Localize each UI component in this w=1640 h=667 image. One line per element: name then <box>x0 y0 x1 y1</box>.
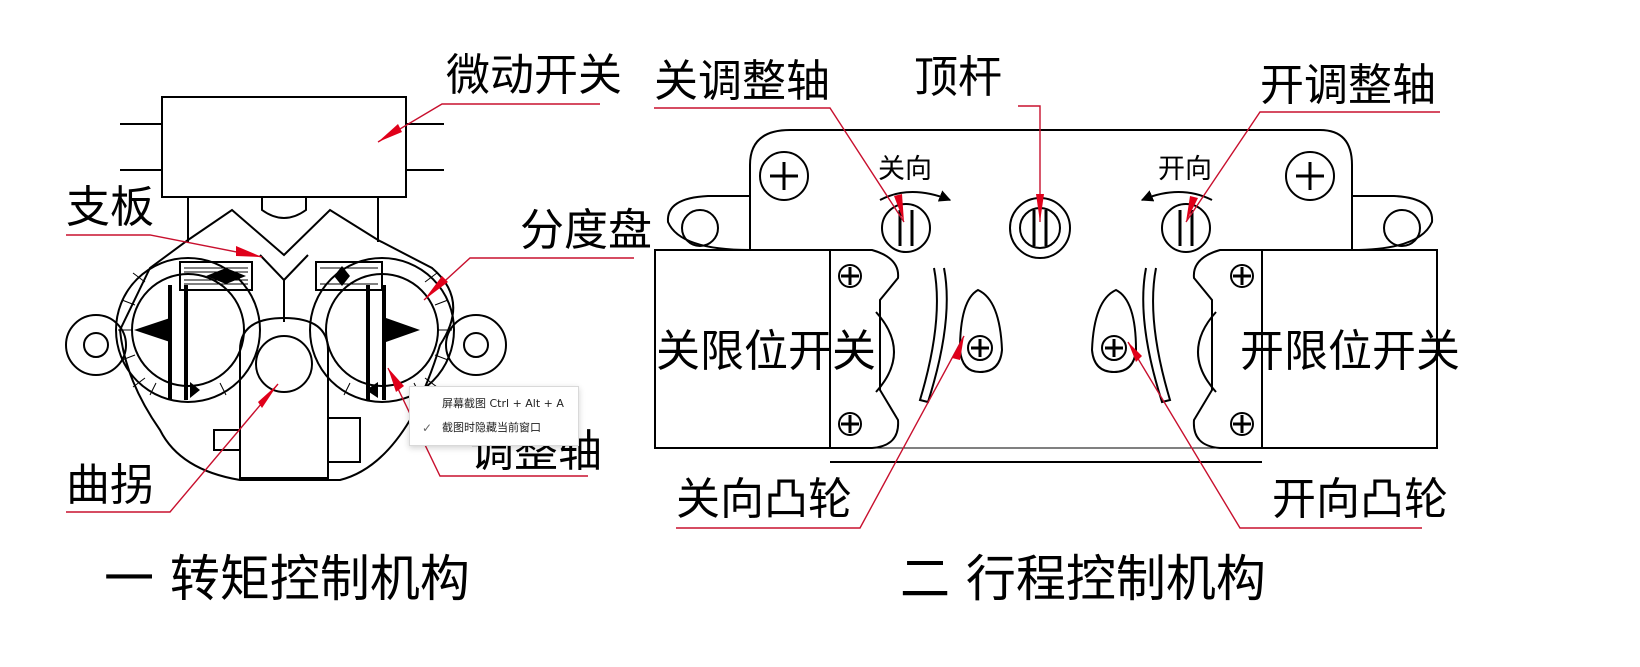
dial-pointers <box>134 266 420 398</box>
close-adjust-shaft <box>881 203 931 253</box>
travel-leader-tips <box>894 194 1198 362</box>
travel-base-plate <box>749 129 1353 250</box>
label-open-direction: 开向 <box>1158 154 1212 185</box>
menu-item-screenshot[interactable]: 屏幕截图 Ctrl + Alt + A <box>410 392 578 416</box>
label-open-adjust-shaft: 开调整轴 <box>1260 60 1436 111</box>
open-limit-switch-box <box>1261 249 1438 449</box>
title-travel-mechanism: 二 行程控制机构 <box>900 550 1266 608</box>
open-cam <box>1090 288 1138 374</box>
label-close-direction: 关向 <box>878 154 932 185</box>
label-close-cam: 关向凸轮 <box>676 474 852 525</box>
menu-item-screenshot-label: 屏幕截图 Ctrl + Alt + A <box>442 397 564 410</box>
travel-leaders <box>654 105 1440 529</box>
left-dial-outer <box>115 257 261 403</box>
menu-item-hide-window-label: 截图时隐藏当前窗口 <box>442 421 541 434</box>
travel-crosses <box>770 162 1324 433</box>
torque-leaders <box>66 103 634 513</box>
crank-outline <box>239 316 329 479</box>
torque-leader-tips <box>236 124 448 408</box>
close-limit-switch-box <box>654 249 831 449</box>
menu-item-hide-window[interactable]: ✓ 截图时隐藏当前窗口 <box>410 416 578 440</box>
crank-hub <box>255 335 313 393</box>
label-dial: 分度盘 <box>520 205 652 256</box>
torque-body-outline <box>118 208 455 481</box>
label-micro-switch: 微动开关 <box>446 50 622 101</box>
screenshot-context-menu: 屏幕截图 Ctrl + Alt + A ✓ 截图时隐藏当前窗口 <box>409 386 579 446</box>
label-push-rod: 顶杆 <box>914 52 1002 103</box>
label-open-cam: 开向凸轮 <box>1272 474 1448 525</box>
torque-mechanism <box>65 96 507 481</box>
label-close-adjust-shaft: 关调整轴 <box>654 56 830 107</box>
dial-top-hatching <box>184 267 378 285</box>
label-close-limit-switch: 关限位开关 <box>656 326 876 377</box>
micro-switch-box <box>161 96 407 198</box>
label-crank: 曲拐 <box>66 460 154 511</box>
label-open-limit-switch: 开限位开关 <box>1240 326 1460 377</box>
close-cam <box>958 288 1004 374</box>
label-support-plate: 支板 <box>66 182 154 233</box>
title-torque-mechanism: 一 转矩控制机构 <box>104 550 470 608</box>
right-dial-outer <box>309 257 455 403</box>
open-adjust-shaft <box>1161 203 1211 253</box>
check-icon: ✓ <box>422 421 433 435</box>
travel-mechanism <box>654 129 1438 463</box>
